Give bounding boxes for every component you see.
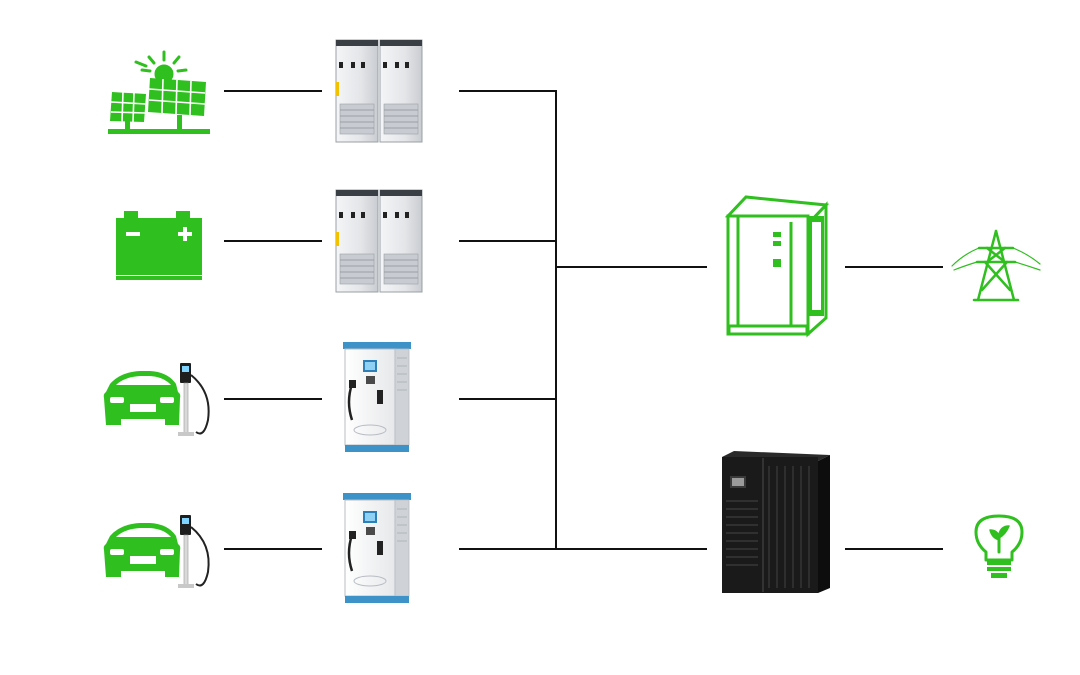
solar-panel-icon bbox=[108, 50, 210, 134]
pcs-cabinet-icon bbox=[335, 189, 423, 293]
ups-cabinet-icon bbox=[722, 451, 830, 593]
connection-lines bbox=[224, 90, 943, 550]
light-bulb-icon bbox=[974, 514, 1024, 578]
battery-icon bbox=[116, 211, 202, 280]
electric-car-charger-icon bbox=[103, 515, 210, 588]
pcs-cabinet-icon bbox=[335, 39, 423, 143]
dc-charging-pile-icon bbox=[343, 342, 411, 452]
grid-cabinet-icon bbox=[724, 195, 830, 338]
electric-car-charger-icon bbox=[103, 363, 210, 436]
dc-charging-pile-icon bbox=[343, 493, 411, 603]
transmission-tower-icon bbox=[951, 229, 1041, 302]
